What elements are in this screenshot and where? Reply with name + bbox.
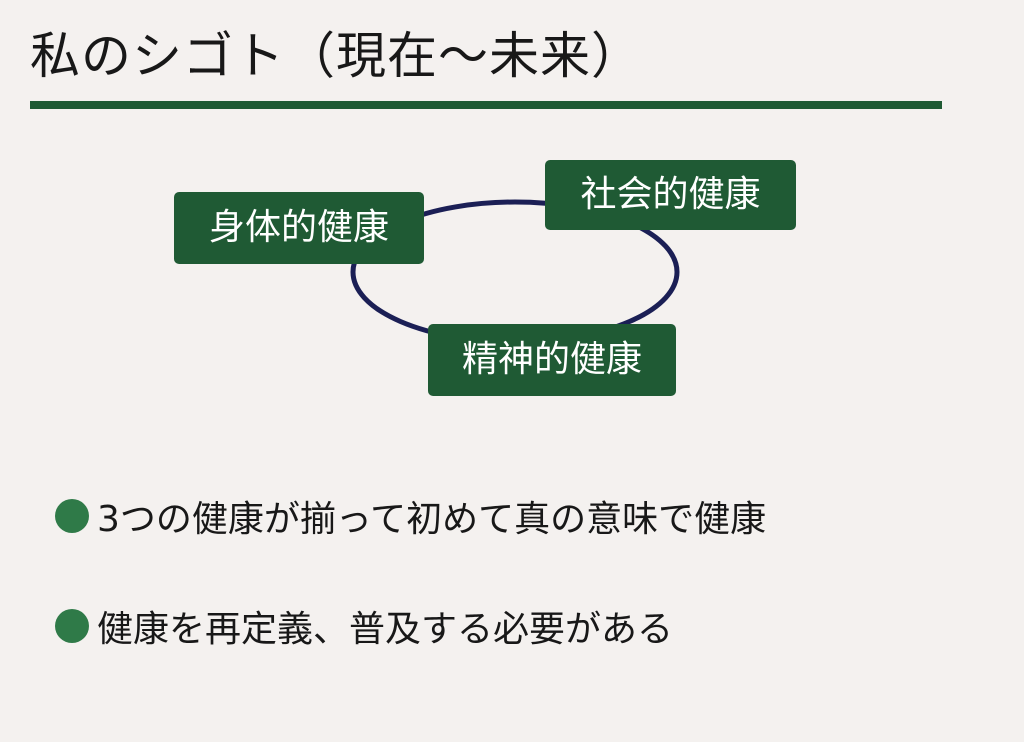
title-underline — [30, 101, 942, 109]
bullet-list: 3つの健康が揃って初めて真の意味で健康 健康を再定義、普及する必要がある — [55, 478, 766, 698]
bullet-dot-icon — [55, 499, 89, 533]
node-social-health: 社会的健康 — [545, 160, 796, 230]
bullet-item: 健康を再定義、普及する必要がある — [55, 588, 766, 664]
bullet-text: 3つの健康が揃って初めて真の意味で健康 — [97, 499, 767, 540]
bullet-text: 健康を再定義、普及する必要がある — [97, 609, 674, 650]
bullet-dot-icon — [55, 609, 89, 643]
node-mental-health: 精神的健康 — [428, 324, 676, 396]
bullet-item: 3つの健康が揃って初めて真の意味で健康 — [55, 478, 766, 554]
slide-title: 私のシゴト（現在～未来） — [30, 27, 642, 85]
node-physical-health: 身体的健康 — [174, 192, 424, 264]
